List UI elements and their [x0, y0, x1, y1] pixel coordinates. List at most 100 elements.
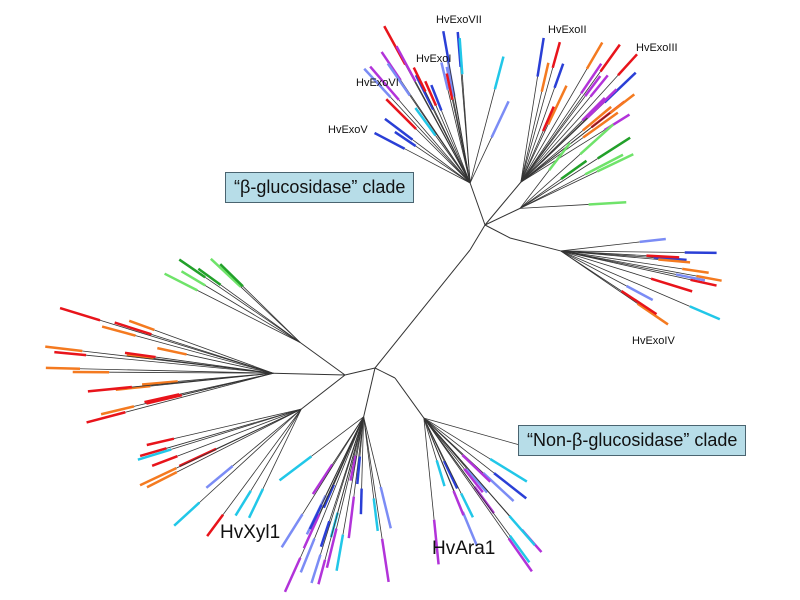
leaf-label [124, 351, 156, 359]
leaf-label [317, 559, 327, 585]
label-hvexoiii: HvExoIII [636, 42, 678, 54]
leaf-branch [520, 91, 543, 183]
leaf-branch [461, 74, 471, 184]
leaf-label [553, 63, 565, 89]
leaf-label [54, 350, 87, 357]
leaf-branch [520, 117, 588, 183]
leaf-label [639, 237, 666, 244]
leaf-label [87, 385, 133, 393]
leaf-branch [336, 416, 365, 529]
leaf-label [675, 273, 706, 282]
leaf-label [452, 490, 465, 516]
leaf-branch [520, 137, 584, 183]
leaf-label [536, 37, 545, 77]
leaf-label [658, 258, 691, 264]
leaf-branch [321, 416, 364, 505]
leaf-label [461, 454, 492, 483]
leaf-label [280, 513, 304, 548]
leaf-label [580, 62, 603, 94]
leaf-branch [423, 417, 521, 446]
leaf-label [430, 84, 443, 111]
leaf-branch [519, 204, 589, 209]
leaf-branch [520, 87, 555, 183]
leaf-branch [520, 68, 588, 183]
leaf-branch [125, 372, 274, 413]
leaf-label [682, 267, 709, 274]
label-hvexovi: HvExoVI [356, 77, 399, 89]
leaf-branch [560, 250, 676, 275]
leaf-branch [86, 354, 274, 374]
leaf-branch [204, 277, 301, 343]
leaf-label [414, 74, 435, 111]
leaf-label [507, 537, 533, 573]
leaf-label [234, 490, 252, 517]
leaf-branch [177, 408, 302, 457]
leaf-label [551, 41, 562, 69]
leaf-label [128, 319, 155, 332]
leaf-branch [415, 128, 471, 184]
leaf-label [356, 456, 362, 485]
leaf-label [386, 62, 411, 97]
leaf-label [139, 447, 167, 458]
leaf-branch [560, 250, 647, 257]
leaf-label [395, 45, 417, 82]
leaf-branch [314, 416, 364, 539]
leaf-label [209, 257, 242, 288]
leaf-label [100, 405, 135, 416]
leaf-label [465, 467, 489, 494]
backbone-branch [374, 249, 471, 369]
leaf-label [440, 62, 450, 91]
leaf-label [435, 459, 446, 487]
leaf-branch [520, 95, 586, 183]
leaf-branch [320, 416, 365, 555]
leaf-branch [423, 417, 463, 456]
leaf-branch [560, 250, 652, 280]
leaf-label [579, 123, 615, 156]
leaf-label [299, 538, 316, 573]
leaf-branch [173, 408, 302, 440]
leaf-branch [222, 408, 302, 515]
leaf-label [164, 272, 198, 292]
leaf-branch [560, 241, 640, 252]
clade-branch [484, 207, 521, 226]
leaf-branch [520, 130, 544, 183]
leaf-branch [171, 408, 302, 450]
backbone-branch [484, 224, 511, 239]
leaf-label [59, 306, 101, 322]
leaf-label [414, 107, 437, 137]
leaf-branch [220, 284, 301, 343]
leaf-label [646, 254, 680, 259]
leaf-label [363, 67, 392, 98]
clade-branch [394, 377, 425, 419]
leaf-label [349, 455, 357, 481]
leaf-branch [423, 417, 495, 474]
leaf-branch [423, 418, 435, 520]
leaf-branch [520, 67, 554, 183]
leaf-branch [131, 372, 274, 388]
leaf-branch [520, 76, 538, 183]
leaf-label [586, 88, 618, 119]
clade-branch [300, 342, 346, 376]
leaf-branch [560, 250, 690, 307]
label-hvexoiv: HvExoIV [632, 335, 675, 347]
leaf-label [589, 74, 609, 98]
leaf-branch [560, 250, 685, 253]
leaf-label [180, 270, 206, 287]
label-hvexoii: HvExoII [548, 24, 587, 36]
leaf-branch [519, 178, 562, 209]
leaf-branch [166, 408, 302, 449]
leaf-label [126, 353, 154, 360]
leaf-branch [415, 145, 471, 184]
leaf-label [445, 56, 456, 97]
leaf-label [424, 80, 438, 107]
leaf-label [490, 100, 510, 138]
leaf-label [596, 153, 634, 173]
leaf-label [137, 448, 172, 461]
leaf-branch [560, 250, 659, 260]
leaf-label [582, 111, 619, 139]
clade-branch [469, 182, 486, 226]
leaf-branch [423, 417, 462, 494]
leaf-label [146, 393, 183, 405]
leaf-label [319, 520, 331, 548]
leaf-branch [423, 417, 510, 539]
